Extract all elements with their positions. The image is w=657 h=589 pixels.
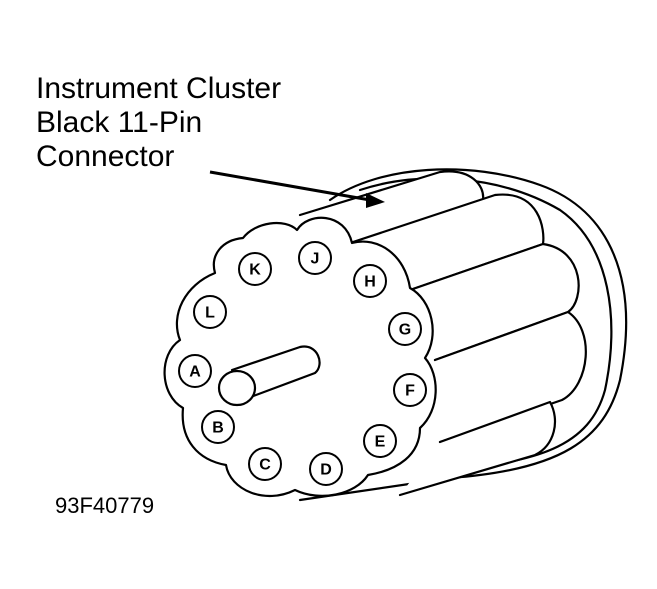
- pin-b: B: [201, 410, 235, 444]
- pin-circle: [201, 410, 235, 444]
- pin-g: G: [388, 312, 422, 346]
- pin-circle: [238, 252, 272, 286]
- pin-label: E: [375, 434, 386, 451]
- pin-label: H: [364, 274, 376, 291]
- pin-h: H: [353, 264, 387, 298]
- pin-d: D: [309, 452, 343, 486]
- figure-id: 93F40779: [55, 493, 155, 518]
- pin-label: D: [320, 462, 332, 479]
- callout-arrow: [209, 170, 385, 208]
- pin-a: A: [178, 354, 212, 388]
- pin-label: K: [249, 262, 261, 279]
- callout-line-1: Instrument Cluster: [36, 72, 282, 105]
- pin-circle: [298, 241, 332, 275]
- pin-circle: [248, 447, 282, 481]
- pin-label: L: [205, 305, 215, 322]
- pin-group: A B C D E F G H J K L: [178, 241, 427, 486]
- pin-label: J: [311, 251, 320, 268]
- pin-label: F: [405, 383, 415, 400]
- callout-label: Instrument Cluster Black 11-Pin Connecto…: [36, 72, 281, 174]
- guide-post-end: [217, 369, 257, 407]
- pin-c: C: [248, 447, 282, 481]
- pin-k: K: [238, 252, 272, 286]
- pin-circle: [388, 312, 422, 346]
- barrel-4: [398, 400, 557, 497]
- pin-l: L: [193, 295, 227, 329]
- pin-j: J: [298, 241, 332, 275]
- barrel-2: [408, 242, 580, 362]
- callout-line-2: Black 11-Pin: [36, 106, 203, 139]
- pin-label: A: [189, 364, 201, 381]
- pin-circle: [193, 295, 227, 329]
- housing-rim: [298, 168, 628, 502]
- pin-label: B: [212, 420, 224, 437]
- pin-circle: [309, 452, 343, 486]
- pin-f: F: [393, 373, 427, 407]
- pin-circle: [353, 264, 387, 298]
- pin-label: C: [259, 457, 271, 474]
- callout-line-3: Connector: [36, 140, 175, 173]
- pin-label: G: [399, 322, 411, 339]
- pin-e: E: [363, 424, 397, 458]
- pin-circle: [393, 373, 427, 407]
- barrel-3: [433, 310, 587, 444]
- pin-circle: [363, 424, 397, 458]
- pin-circle: [178, 354, 212, 388]
